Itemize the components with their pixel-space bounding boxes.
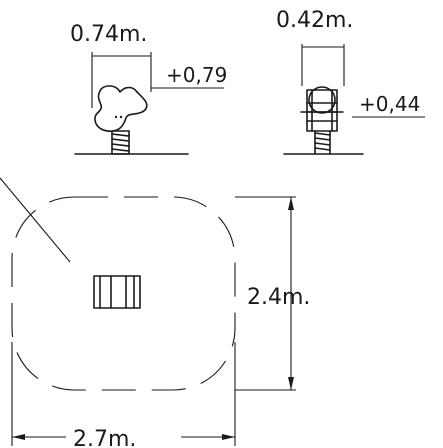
front-height-label: +0,79 [166, 63, 227, 87]
front-width-label: 0.74m. [70, 22, 147, 47]
plan-view: 2.4m. 2.7m. [0, 177, 310, 448]
side-width-label: 0.42m. [276, 8, 353, 33]
front-elevation-view: 0.74m. +0,79 [70, 22, 227, 155]
plan-width-label: 2.7m. [73, 427, 136, 448]
plan-depth-label: 2.4m. [247, 285, 310, 310]
side-seat-block [306, 89, 338, 132]
spring-rider-body [94, 85, 148, 132]
side-elevation-view: 0.42m. +0,44 [276, 8, 425, 155]
spring-side [314, 132, 331, 151]
spring-front [111, 130, 130, 155]
safety-zone-outline [11, 196, 236, 391]
equipment-footprint [93, 275, 141, 309]
side-height-label: +0,44 [359, 92, 420, 116]
